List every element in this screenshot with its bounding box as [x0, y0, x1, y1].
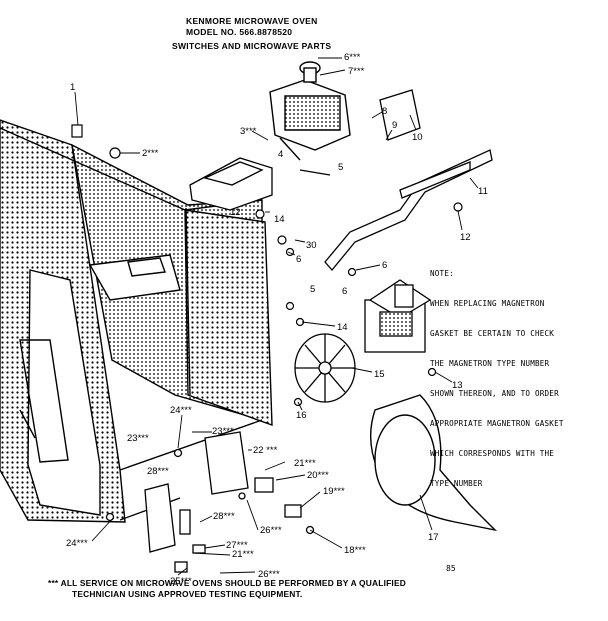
callout-24b: 24***	[66, 538, 88, 549]
callout-26a: 26***	[260, 525, 282, 536]
fan-shroud	[370, 394, 498, 532]
callout-23a: 23***	[212, 426, 234, 437]
callout-8: 8	[382, 106, 387, 117]
service-warning-line-2: TECHNICIAN USING APPROVED TESTING EQUIPM…	[72, 589, 303, 599]
callout-12b: 12	[460, 232, 471, 243]
callout-5b: 5	[310, 284, 315, 295]
callout-6c: 6	[382, 260, 387, 271]
service-warning-line-1: *** ALL SERVICE ON MICROWAVE OVENS SHOUL…	[48, 578, 406, 588]
callout-19: 19***	[323, 486, 345, 497]
fan-motor	[364, 279, 432, 353]
note-line: APPROPRIATE MAGNETRON GASKET	[430, 419, 564, 428]
callout-28a: 28***	[147, 466, 169, 477]
callout-23b: 23***	[127, 433, 149, 444]
callout-15: 15	[374, 369, 385, 380]
callout-4: 4	[278, 149, 283, 160]
note-line: SHOWN THEREON, AND TO ORDER	[430, 389, 559, 398]
diagram-subtitle: SWITCHES AND MICROWAVE PARTS	[172, 41, 332, 51]
note-line: WHICH CORRESPONDS WITH THE	[430, 449, 555, 458]
mounting-rail	[324, 89, 493, 272]
callout-2: 2***	[142, 148, 159, 159]
note-line: WHEN REPLACING MAGNETRON	[430, 299, 545, 308]
magnetron-gasket-note: NOTE: WHEN REPLACING MAGNETRON GASKET BE…	[430, 249, 564, 499]
callout-27: 27***	[226, 540, 248, 551]
callout-14b: 14	[337, 322, 348, 333]
fan-blade	[294, 333, 356, 403]
callout-16: 16	[296, 410, 307, 421]
callout-21a: 21***	[294, 458, 316, 469]
callout-26b: 26***	[258, 569, 280, 580]
callout-13: 13	[452, 380, 463, 391]
callout-21b: 21***	[232, 549, 254, 560]
switch-assembly	[105, 431, 315, 573]
part-callouts: 1 2*** 3*** 4 5 6*** 7*** 8 9 10 11 12 1…	[66, 52, 488, 587]
callout-11: 11	[478, 186, 488, 197]
callout-1: 1	[70, 82, 75, 93]
callout-18: 18***	[344, 545, 366, 556]
note-line: THE MAGNETRON TYPE NUMBER	[430, 359, 550, 368]
callout-6d: 6	[342, 286, 347, 297]
callout-14a: 14	[274, 214, 285, 225]
callout-7: 7***	[348, 66, 365, 77]
model-number: MODEL NO. 566.8878520	[186, 27, 293, 37]
waveguide-bracket	[189, 157, 273, 211]
callout-10: 10	[412, 132, 423, 143]
oven-cavity	[0, 119, 273, 523]
callout-17: 17	[428, 532, 439, 543]
callout-5a: 5	[338, 162, 343, 173]
leader-lines	[74, 57, 479, 576]
callout-25: 25***	[170, 576, 192, 587]
note-line: GASKET BE CERTAIN TO CHECK	[430, 329, 555, 338]
page-number: 85	[446, 564, 456, 573]
callout-3: 3***	[240, 126, 257, 137]
callout-24a: 24***	[170, 405, 192, 416]
hardware-screws	[71, 124, 463, 407]
note-line: NOTE:	[430, 269, 454, 278]
service-warning: *** ALL SERVICE ON MICROWAVE OVENS SHOUL…	[48, 578, 406, 600]
magnetron	[269, 61, 351, 161]
callout-20: 20***	[307, 470, 329, 481]
callout-28b: 28***	[213, 511, 235, 522]
callout-22: 22 ***	[253, 445, 278, 456]
callout-6a: 6***	[344, 52, 361, 63]
note-line: TYPE NUMBER	[430, 479, 483, 488]
callout-9: 9	[392, 120, 397, 131]
callout-6b: 6	[296, 254, 301, 265]
callout-30: 30	[306, 240, 317, 251]
callout-12a: 12	[230, 207, 241, 218]
diagram-title: KENMORE MICROWAVE OVEN	[186, 16, 318, 26]
